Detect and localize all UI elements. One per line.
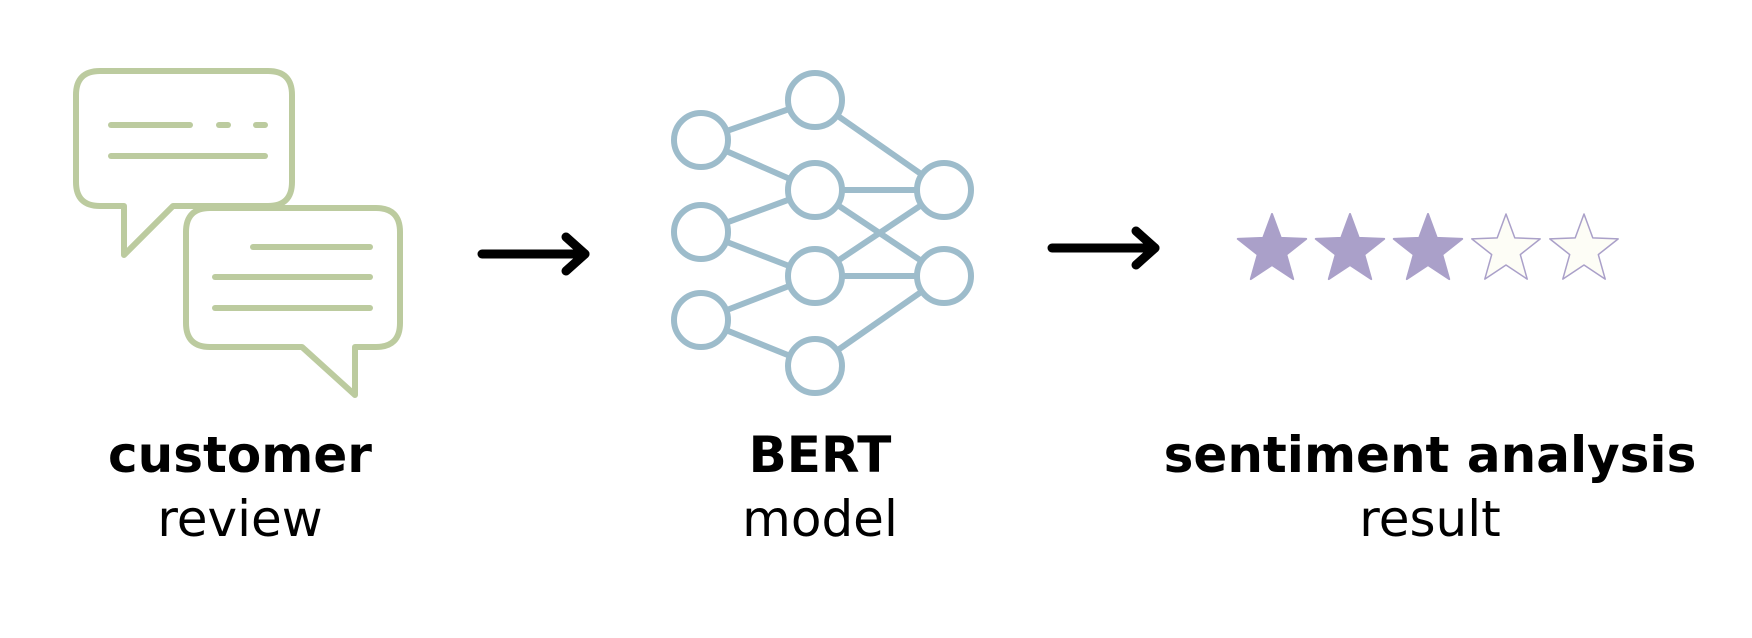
star-filled-icon [1236, 213, 1308, 281]
network-node [671, 290, 731, 350]
star-filled-icon [1392, 213, 1464, 281]
step-label-sentiment-result: sentiment analysis result [1140, 424, 1720, 552]
arrow-right-icon [1047, 226, 1160, 270]
step-title: sentiment analysis [1163, 426, 1697, 484]
network-node [671, 110, 731, 170]
step-subtitle: result [1359, 490, 1501, 548]
network-node [785, 246, 845, 306]
neural-network-icon [671, 70, 974, 396]
step-label-bert-model: BERT model [660, 424, 980, 552]
network-node [785, 160, 845, 220]
step-subtitle: review [157, 490, 323, 548]
step-title: BERT [748, 426, 892, 484]
step-title: customer [108, 426, 372, 484]
star-empty-icon [1549, 213, 1619, 280]
chat-bubble-front [183, 205, 403, 398]
step-subtitle: model [742, 490, 898, 548]
network-node [671, 202, 731, 262]
network-node [914, 246, 974, 306]
star-rating-icon [1236, 213, 1619, 281]
arrow-right-icon [477, 232, 590, 276]
star-empty-icon [1471, 213, 1541, 280]
network-node [785, 70, 845, 130]
chat-bubble-back [73, 68, 295, 258]
network-node [785, 336, 845, 396]
chat-bubbles-icon [73, 68, 403, 398]
network-node [914, 160, 974, 220]
network-edges [699, 97, 946, 369]
step-label-customer-review: customer review [60, 424, 420, 552]
star-filled-icon [1314, 213, 1386, 281]
